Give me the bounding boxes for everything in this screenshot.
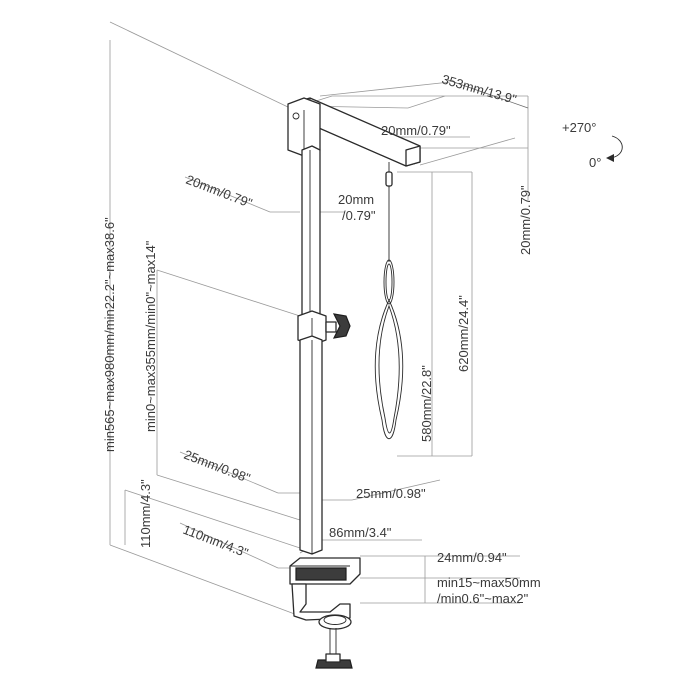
- vertical-pole: [297, 145, 351, 555]
- clamp-handle-icon: [315, 653, 353, 669]
- total-height-label: min565~max980mm/min22.2"~max38.6": [102, 217, 117, 452]
- clamp-range-label-line1: min15~max50mm: [437, 575, 541, 590]
- base-height-label: 110mm/4.3": [138, 479, 153, 548]
- adjustment-knob-icon: [325, 313, 351, 339]
- rotation-arrow-icon: [606, 154, 614, 162]
- upper-pole-width-label: 20mm/0.79": [184, 172, 255, 211]
- adjust-range-label: min0~max355mm/min0"~max14": [143, 240, 158, 432]
- rotation-lower-label: 0°: [589, 155, 601, 170]
- rotation-indicator: +270° 0°: [562, 120, 623, 170]
- clamp-range-label-line2: /min0.6"~max2": [437, 591, 529, 606]
- dimension-lines: [109, 21, 529, 617]
- horizontal-arm: [287, 97, 421, 167]
- arm-length-label: 353mm/13.9": [440, 71, 518, 107]
- hanging-cord: [374, 162, 404, 440]
- clamp-thickness-label: 24mm/0.94": [437, 550, 507, 565]
- desk-clamp: [289, 557, 361, 669]
- upper-pole-depth-label-line1: 20mm: [338, 192, 374, 207]
- arm-side-thickness-label: 20mm/0.79": [518, 185, 533, 255]
- rotation-upper-label: +270°: [562, 120, 596, 135]
- base-depth-label: 110mm/4.3": [181, 522, 251, 561]
- clamp-width-label: 86mm/3.4": [329, 525, 392, 540]
- arm-tip-height-label: 20mm/0.79": [381, 123, 451, 138]
- lower-pole-width-left-label: 25mm/0.98": [182, 447, 253, 486]
- hanger-total-label: 620mm/24.4": [456, 295, 471, 372]
- hanger-length-label: 580mm/22.8": [419, 365, 434, 442]
- upper-pole-depth-label-line2: /0.79": [342, 208, 376, 223]
- lower-pole-width-right-label: 25mm/0.98": [356, 486, 426, 501]
